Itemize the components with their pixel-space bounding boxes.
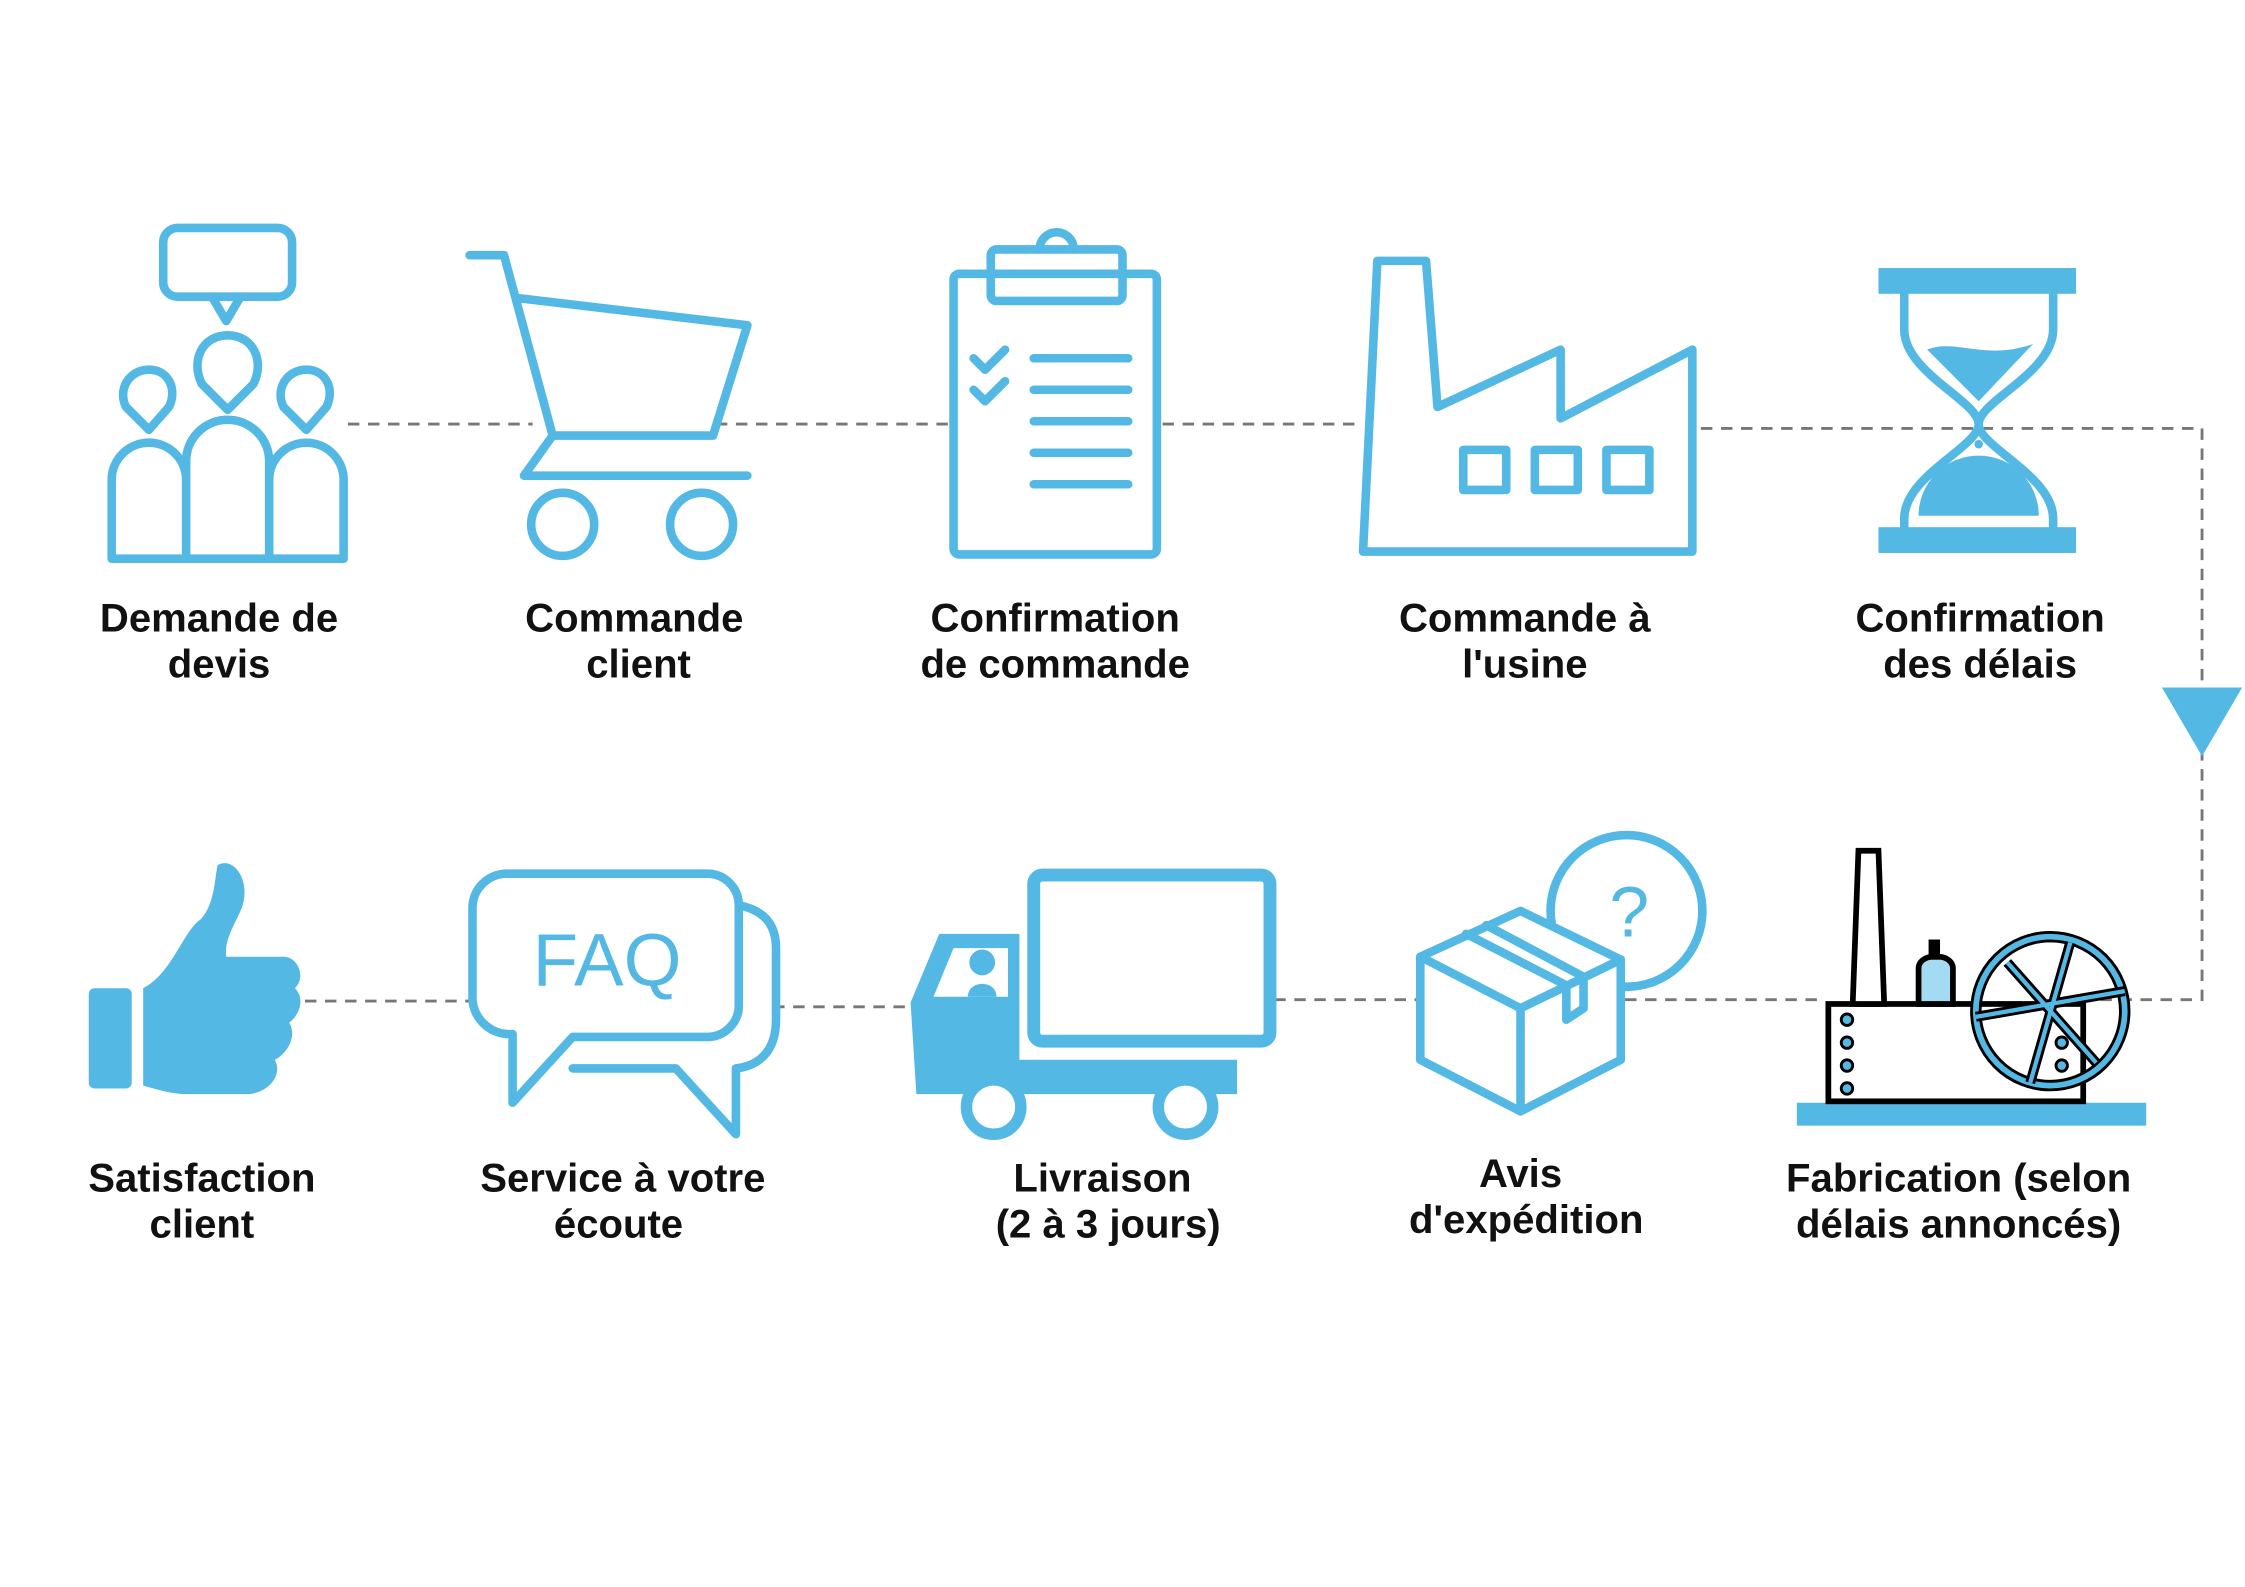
shopping-cart-icon — [465, 250, 752, 561]
label-line: écoute — [554, 1202, 683, 1246]
connector-lines — [304, 422, 2243, 1009]
hourglass-icon — [1878, 268, 2077, 553]
label-line: Commande à — [1399, 597, 1651, 641]
label-line: Commande — [525, 597, 743, 641]
steam-engine-icon — [1796, 847, 2147, 1126]
people-speech-icon — [107, 223, 348, 563]
label-line: Avis — [1479, 1152, 1562, 1196]
label-line: devis — [168, 643, 271, 687]
label-line: client — [150, 1202, 255, 1246]
label-line: délais annoncés) — [1796, 1202, 2121, 1246]
label-line: l'usine — [1462, 643, 1587, 687]
factory-icon — [1358, 256, 1697, 556]
delivery-truck-icon — [910, 868, 1277, 1140]
label-line: d'expédition — [1409, 1198, 1643, 1242]
label-line: Confirmation — [931, 597, 1180, 641]
label-line: Satisfaction — [88, 1157, 315, 1201]
package-question-icon: ? — [1416, 830, 1707, 1116]
label-line: (2 à 3 jours) — [996, 1202, 1221, 1246]
label-line: Confirmation — [1855, 597, 2104, 641]
label-line: client — [586, 643, 691, 687]
thumbs-up-icon — [88, 863, 301, 1095]
question-mark: ? — [1609, 873, 1649, 953]
label-line: Livraison — [1013, 1157, 1191, 1201]
label-line: Demande de — [100, 597, 338, 641]
step-livraison: Livraison(2 à 3 jours) — [996, 1157, 1221, 1247]
label-line: Fabrication (selon — [1786, 1157, 2131, 1201]
clipboard-checklist-icon — [949, 227, 1162, 559]
faq-text: FAQ — [533, 918, 682, 1001]
down-arrow-icon — [2161, 687, 2243, 757]
faq-chat-icon: FAQ — [468, 869, 781, 1139]
label-line: Service à votre — [480, 1157, 765, 1201]
label-line: de commande — [920, 643, 1190, 687]
label-line: des délais — [1883, 643, 2077, 687]
step-commande-usine: Commande àl'usine — [1399, 597, 1651, 687]
